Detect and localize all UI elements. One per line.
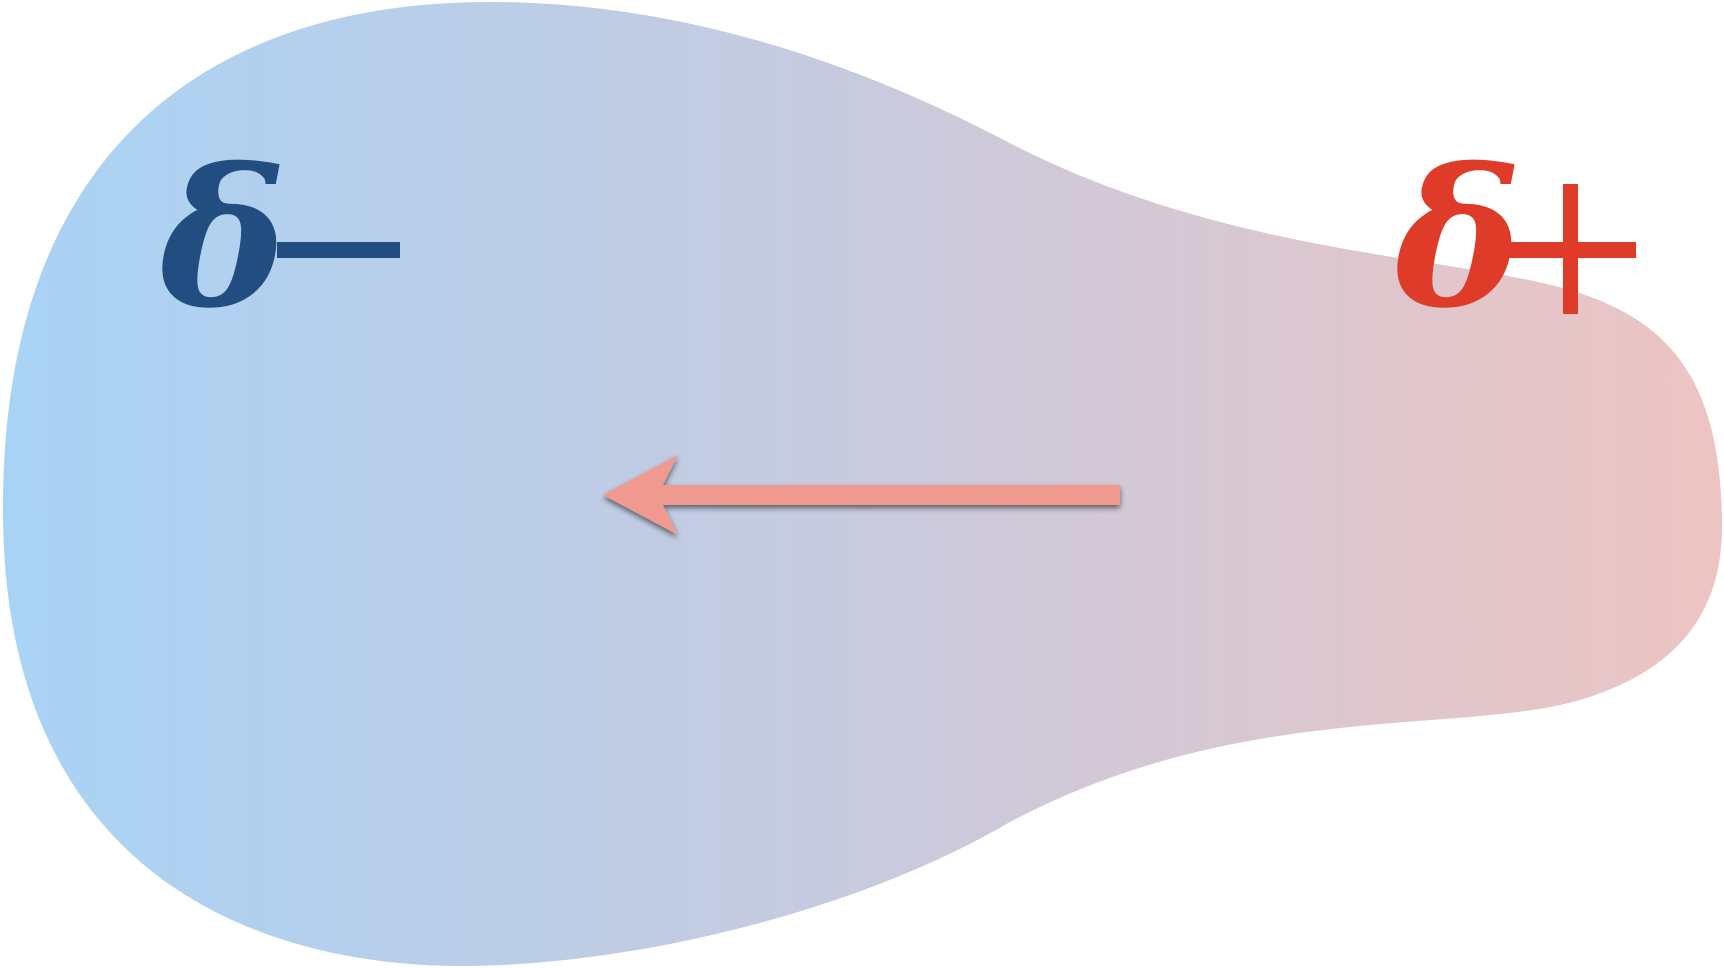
plus-sign-vertical	[1563, 184, 1578, 314]
delta-plus-symbol: δ	[1393, 127, 1522, 350]
delta-minus-symbol: δ	[158, 127, 287, 350]
minus-sign	[277, 242, 400, 258]
dipole-arrow-shaft	[660, 485, 1120, 505]
positive-charge-label: δ	[1393, 127, 1636, 350]
dipole-arrow-head	[603, 455, 678, 535]
dipole-arrow	[603, 455, 1120, 535]
negative-charge-label: δ	[158, 127, 400, 350]
